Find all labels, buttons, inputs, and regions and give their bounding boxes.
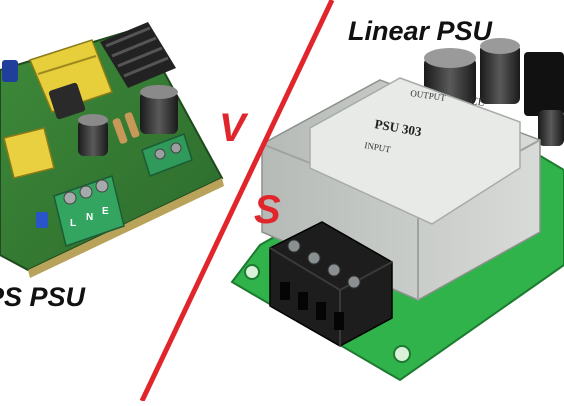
smps-blue-component	[36, 212, 48, 228]
terminal-pin-l: L	[70, 218, 76, 229]
heatsink	[100, 22, 176, 88]
vs-letter-v: V	[219, 106, 246, 150]
terminal-pin-n: N	[86, 212, 93, 223]
transformer-input-label: INPUT	[364, 140, 392, 155]
smps-psu-label: PS PSU	[0, 282, 86, 312]
red-divider	[139, 0, 335, 403]
linear-terminal-block	[269, 221, 393, 347]
ce-mark: CE	[470, 95, 486, 109]
transformer-output-label: OUTPUT	[410, 88, 447, 103]
linear-psu-label: Linear PSU	[348, 16, 493, 46]
smps-pcb-edge	[28, 178, 224, 278]
linear-capacitors	[424, 38, 564, 146]
smps-input-terminal: L N E	[53, 175, 125, 247]
smps-transformer	[28, 39, 113, 120]
mount-hole	[393, 345, 411, 363]
smps-output-terminal	[141, 133, 193, 177]
mount-hole	[244, 264, 260, 280]
smps-capacitors	[2, 60, 178, 156]
smps-board: L N E	[0, 22, 224, 278]
resistors	[112, 112, 140, 144]
terminal-pin-e: E	[102, 206, 109, 217]
linear-psu: OUTPUT CE PSU 303 INPUT	[230, 38, 564, 382]
inductor	[3, 127, 55, 179]
vs-letter-s: S	[254, 188, 281, 232]
